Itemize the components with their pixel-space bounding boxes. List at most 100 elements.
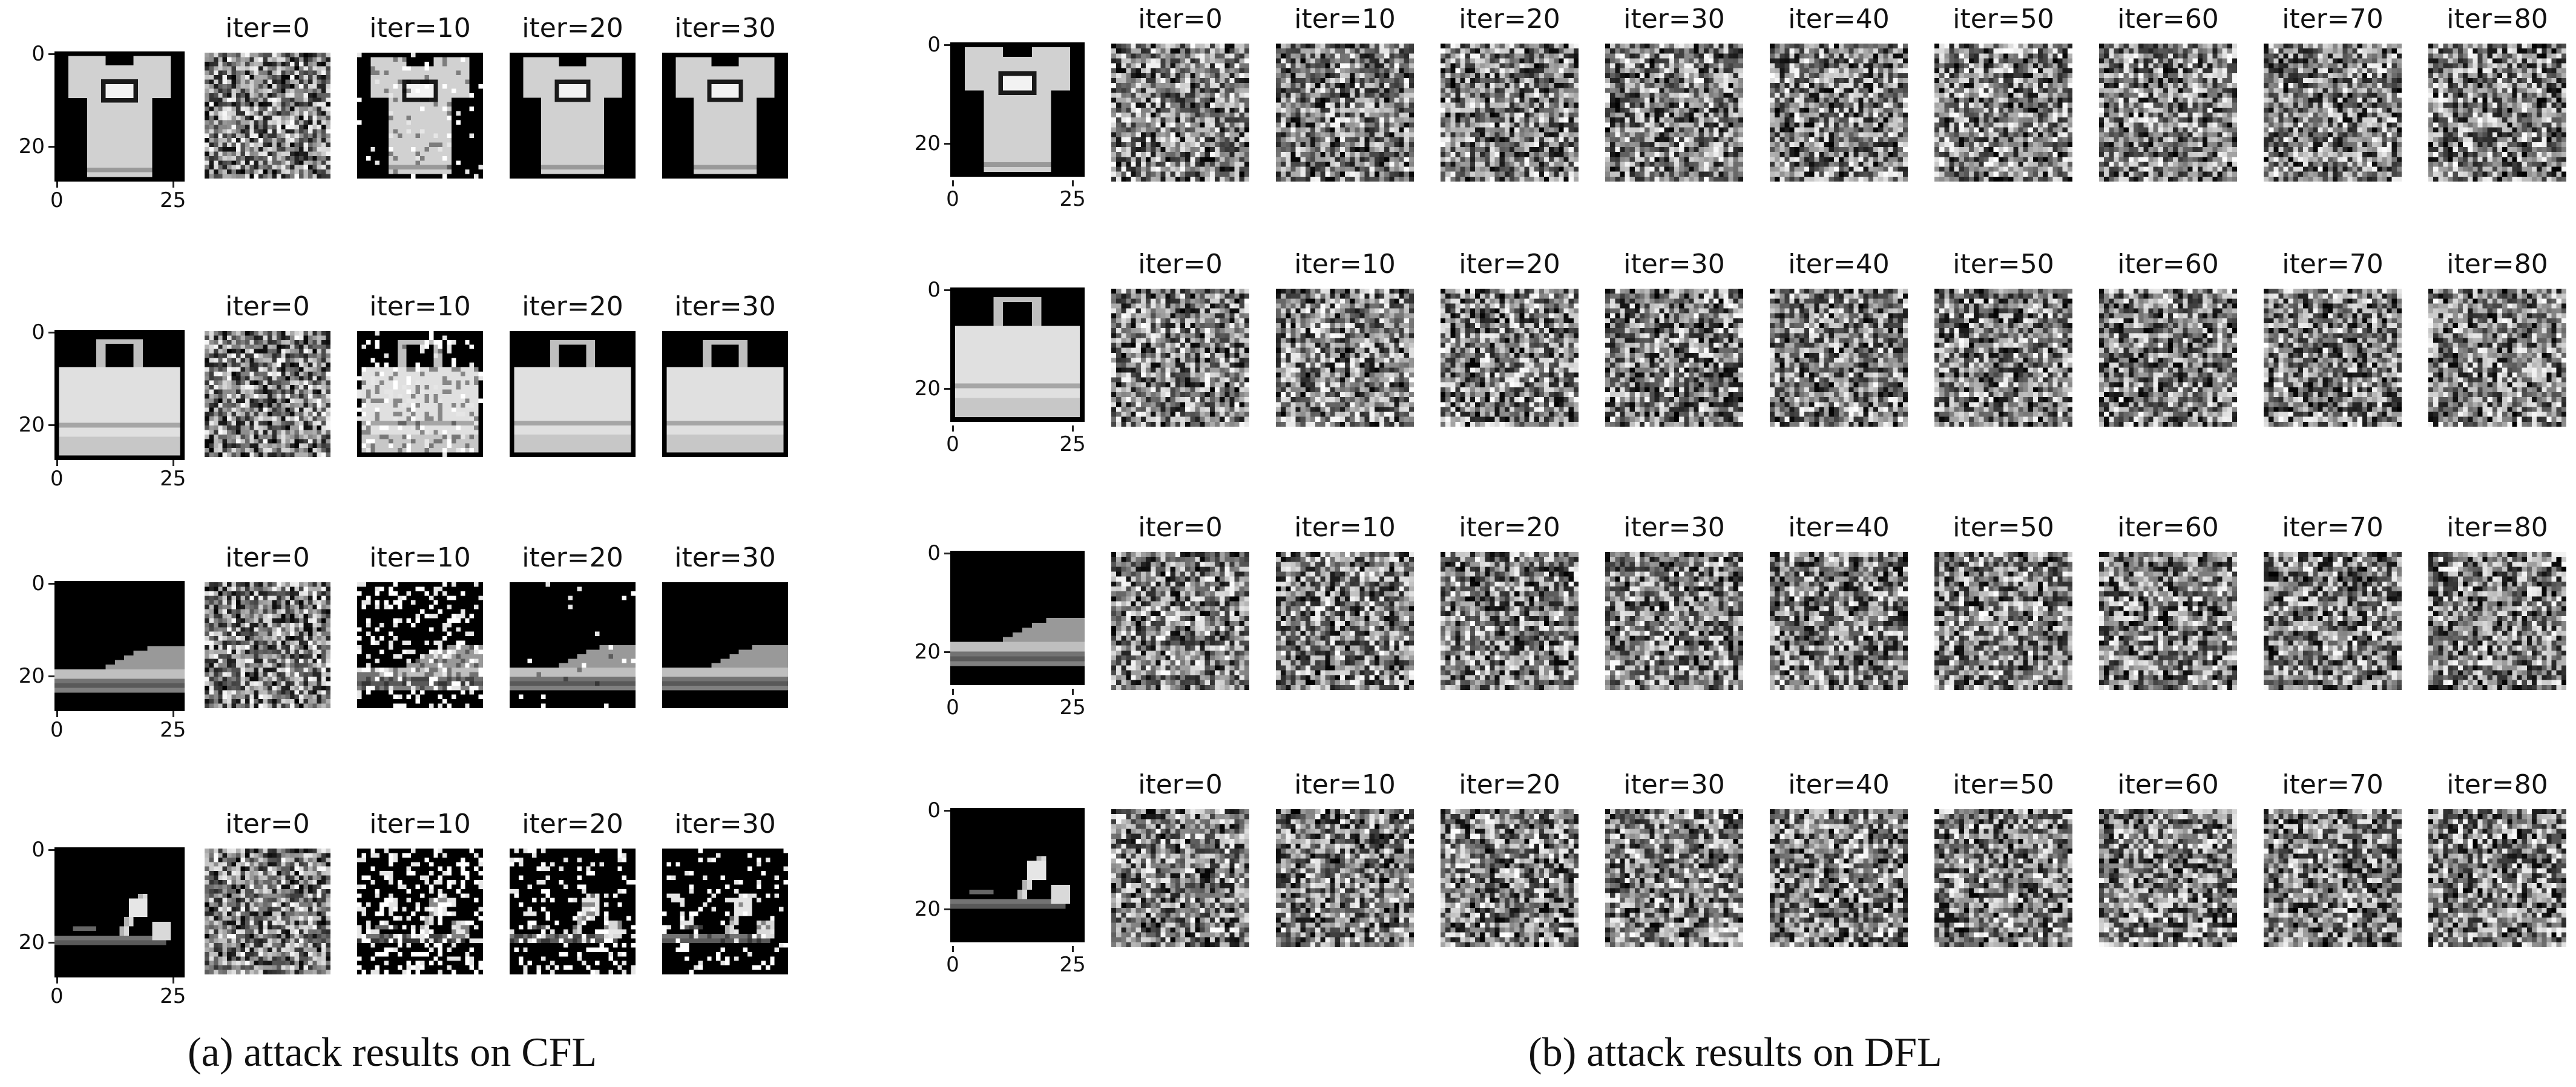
x-tick-mark xyxy=(172,182,174,188)
y-tick-label: 20 xyxy=(2,136,45,157)
reconstruction-image xyxy=(662,331,788,457)
original-image xyxy=(950,551,1085,685)
iteration-title: iter=10 xyxy=(1264,250,1426,279)
y-tick-mark xyxy=(48,146,54,148)
y-tick-mark xyxy=(48,942,54,944)
iteration-title: iter=80 xyxy=(2416,770,2576,800)
x-tick-mark xyxy=(172,711,174,717)
reconstruction-image xyxy=(2428,44,2566,182)
reconstruction-image xyxy=(2264,289,2402,427)
iteration-title: iter=0 xyxy=(192,544,343,573)
y-tick-mark xyxy=(944,908,950,910)
iteration-title: iter=60 xyxy=(2087,5,2249,34)
reconstruction-image xyxy=(510,53,636,179)
iteration-title: iter=0 xyxy=(192,810,343,839)
iteration-title: iter=10 xyxy=(1264,513,1426,542)
reconstruction-image xyxy=(2264,552,2402,690)
y-tick-mark xyxy=(48,582,54,585)
y-tick-mark xyxy=(944,810,950,812)
original-image xyxy=(54,330,185,460)
reconstruction-image xyxy=(2428,289,2566,427)
y-tick-label: 0 xyxy=(898,34,941,55)
reconstruction-image xyxy=(1934,552,2072,690)
reconstruction-image xyxy=(1441,289,1579,427)
y-tick-label: 20 xyxy=(2,666,45,686)
reconstruction-image xyxy=(357,582,483,708)
iteration-title: iter=20 xyxy=(498,14,648,43)
reconstruction-image xyxy=(1605,809,1743,947)
iteration-title: iter=10 xyxy=(1264,770,1426,800)
reconstruction-image xyxy=(1441,552,1579,690)
y-tick-label: 20 xyxy=(2,932,45,953)
iteration-title: iter=30 xyxy=(650,544,800,573)
iteration-title: iter=60 xyxy=(2087,250,2249,279)
iteration-title: iter=50 xyxy=(1922,250,2085,279)
y-tick-label: 0 xyxy=(2,573,45,594)
iteration-title: iter=20 xyxy=(1428,513,1591,542)
reconstruction-image xyxy=(1276,552,1414,690)
x-tick-mark xyxy=(1072,425,1074,432)
y-tick-mark xyxy=(48,849,54,851)
x-tick-mark xyxy=(172,977,174,984)
reconstruction-image xyxy=(510,582,636,708)
y-tick-mark xyxy=(944,651,950,653)
iteration-title: iter=40 xyxy=(1758,5,1920,34)
iteration-title: iter=0 xyxy=(1099,5,1261,34)
y-tick-label: 20 xyxy=(2,415,45,435)
y-tick-mark xyxy=(48,331,54,333)
original-image xyxy=(950,808,1085,942)
x-tick-label: 25 xyxy=(160,468,186,489)
iteration-title: iter=30 xyxy=(650,14,800,43)
reconstruction-image xyxy=(1934,44,2072,182)
y-tick-label: 0 xyxy=(2,839,45,860)
iteration-title: iter=20 xyxy=(1428,770,1591,800)
y-tick-label: 0 xyxy=(2,322,45,343)
iteration-title: iter=10 xyxy=(345,810,495,839)
iteration-title: iter=10 xyxy=(345,292,495,321)
iteration-title: iter=50 xyxy=(1922,770,2085,800)
x-tick-mark xyxy=(951,946,954,952)
y-tick-label: 20 xyxy=(898,642,941,662)
iteration-title: iter=10 xyxy=(1264,5,1426,34)
x-tick-mark xyxy=(172,460,174,466)
iteration-title: iter=50 xyxy=(1922,513,2085,542)
iteration-title: iter=70 xyxy=(2252,250,2414,279)
reconstruction-image xyxy=(1770,289,1908,427)
iteration-title: iter=50 xyxy=(1922,5,2085,34)
iteration-title: iter=10 xyxy=(345,14,495,43)
x-tick-label: 25 xyxy=(160,986,186,1007)
reconstruction-image xyxy=(662,582,788,708)
reconstruction-image xyxy=(662,849,788,974)
x-tick-label: 25 xyxy=(1060,697,1086,718)
iteration-title: iter=30 xyxy=(1593,513,1755,542)
reconstruction-image xyxy=(1441,44,1579,182)
reconstruction-image xyxy=(2264,44,2402,182)
reconstruction-image xyxy=(1770,809,1908,947)
y-tick-label: 0 xyxy=(898,280,941,300)
reconstruction-image xyxy=(2428,809,2566,947)
reconstruction-image xyxy=(205,582,330,708)
reconstruction-image xyxy=(205,331,330,457)
y-tick-label: 20 xyxy=(898,899,941,919)
iteration-title: iter=30 xyxy=(650,810,800,839)
iteration-title: iter=70 xyxy=(2252,5,2414,34)
reconstruction-image xyxy=(357,53,483,179)
caption-dfl: (b) attack results on DFL xyxy=(1528,1029,1942,1075)
iteration-title: iter=20 xyxy=(1428,5,1591,34)
original-image xyxy=(54,51,185,182)
reconstruction-image xyxy=(1934,289,2072,427)
reconstruction-image xyxy=(1276,44,1414,182)
reconstruction-image xyxy=(1934,809,2072,947)
iteration-title: iter=20 xyxy=(498,810,648,839)
y-tick-mark xyxy=(944,289,950,292)
iteration-title: iter=30 xyxy=(650,292,800,321)
iteration-title: iter=0 xyxy=(192,292,343,321)
original-image xyxy=(54,847,185,977)
iteration-title: iter=30 xyxy=(1593,770,1755,800)
y-tick-label: 20 xyxy=(898,378,941,399)
reconstruction-image xyxy=(2264,809,2402,947)
